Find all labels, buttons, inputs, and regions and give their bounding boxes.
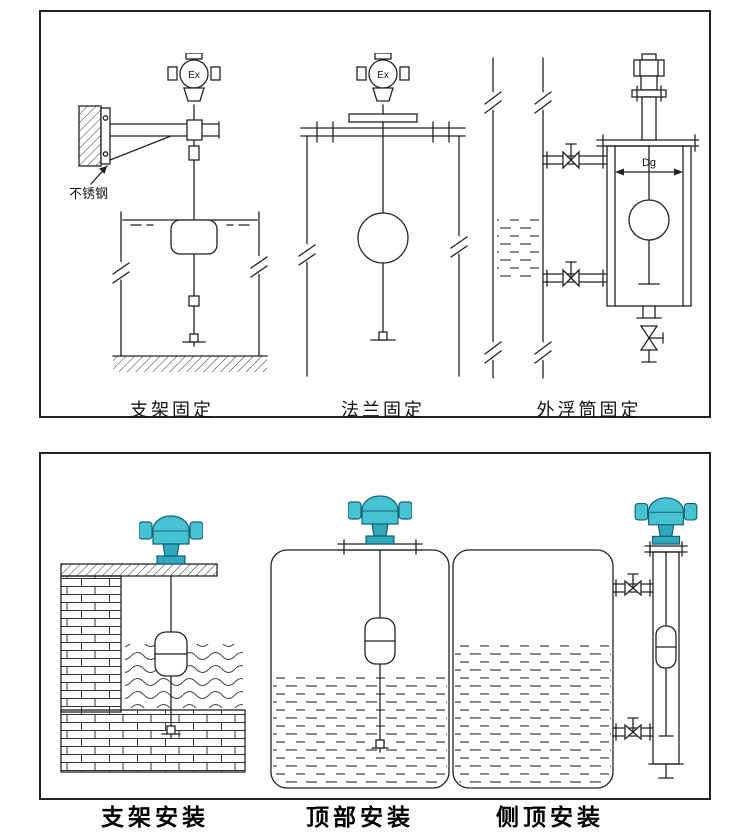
panel-fixing-methods: 不锈钢 <box>39 10 711 420</box>
float-ball <box>655 625 677 669</box>
upper-pipe-valve <box>612 573 654 597</box>
figure-chamber-fixing: Dg 外浮筒固定 <box>479 48 699 422</box>
caption-top-install: 顶部安装 <box>306 804 414 830</box>
tank-walls <box>298 135 468 377</box>
float-ball <box>170 219 218 255</box>
rod-fittings <box>371 739 389 749</box>
caption-flange-fixing: 法兰固定 <box>341 400 425 420</box>
tank-walls <box>484 57 552 379</box>
brick-wall-column <box>60 575 122 713</box>
lower-pipe-valve <box>612 717 654 741</box>
figure-top-install <box>265 490 455 795</box>
brick-wall-base <box>60 709 246 773</box>
caption-chamber-fixing: 外浮筒固定 <box>536 400 642 420</box>
leader-arrow-icon <box>99 166 107 174</box>
float-ball <box>357 212 409 264</box>
figure-flange-fixing: Ex 法兰固定 <box>293 50 473 422</box>
tube-bottom <box>648 735 684 779</box>
upper-pipe-valve <box>542 143 608 170</box>
diagram-bracket-fixing: 不锈钢 <box>69 53 268 372</box>
panel-installation-methods <box>39 452 711 800</box>
diagram-chamber-fixing: Dg <box>484 53 699 379</box>
drain-valve <box>636 305 664 363</box>
material-label: 不锈钢 <box>69 165 108 201</box>
flange-mount <box>300 113 466 143</box>
liquid-level <box>273 672 447 786</box>
rod-fittings <box>182 145 206 343</box>
tank-walls <box>112 211 268 357</box>
caption-bracket-install: 支架安装 <box>101 804 209 830</box>
lower-pipe-valve <box>542 261 608 288</box>
bracket-platform <box>60 563 218 577</box>
figure-bracket-install <box>53 506 253 778</box>
ex-label: Ex <box>377 70 389 81</box>
diagram-flange-fixing: Ex <box>298 53 468 377</box>
diagram-side-top-install <box>452 497 698 789</box>
liquid-level <box>455 642 611 786</box>
diagram-bracket-install <box>60 515 246 773</box>
rod-fittings <box>370 331 396 341</box>
wall-bracket <box>78 105 220 167</box>
transmitter-head-icon <box>631 53 667 141</box>
float-ball <box>154 631 188 677</box>
transmitter-head-icon <box>348 495 412 545</box>
ex-label: Ex <box>188 70 200 81</box>
material-label-text: 不锈钢 <box>69 186 108 201</box>
figure-bracket-fixing: 不锈钢 <box>67 50 277 422</box>
transmitter-head-icon <box>139 515 203 565</box>
caption-bracket-fixing: 支架固定 <box>130 400 214 420</box>
liquid-level <box>497 216 539 280</box>
float-ball <box>364 617 396 665</box>
ground-hatch <box>112 355 268 372</box>
rod-fittings <box>161 725 181 735</box>
figure-side-top-install <box>449 490 699 795</box>
transmitter-head-icon <box>634 497 698 545</box>
caption-side-top-install: 侧顶安装 <box>496 804 604 830</box>
diagram-top-install <box>270 495 450 789</box>
float-ball <box>628 199 670 241</box>
